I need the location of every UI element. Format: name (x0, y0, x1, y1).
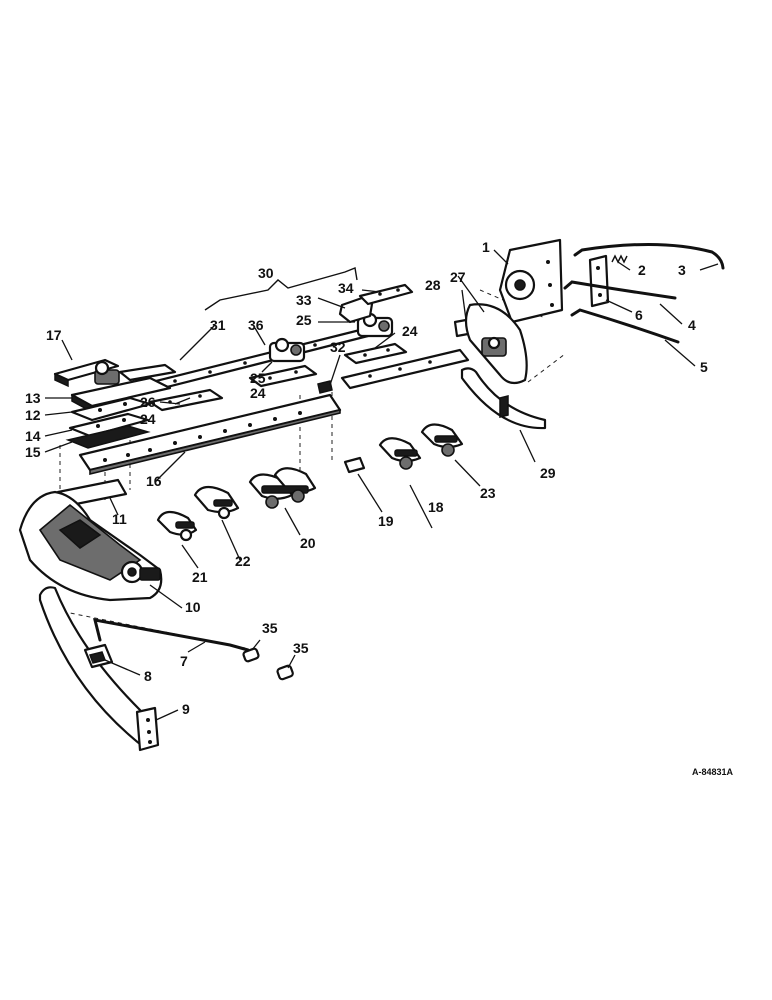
part-32-bar-extension (317, 348, 470, 394)
callout-5: 5 (700, 359, 708, 375)
callout-26: 26 (140, 394, 156, 410)
part-10-inner-shoe (18, 490, 163, 602)
part-24-wear-plate-right (343, 342, 408, 365)
callout-25-b: 25 (250, 370, 266, 386)
callout-24-c: 24 (402, 323, 418, 339)
callout-1: 1 (482, 239, 490, 255)
part-24-wear-plate-middle (248, 364, 318, 388)
part-14-plate (68, 412, 150, 438)
callout-18: 18 (428, 499, 444, 515)
callout-28: 28 (425, 277, 441, 293)
part-21-guard (156, 510, 198, 542)
callout-15: 15 (25, 444, 41, 460)
callout-21: 21 (192, 569, 208, 585)
callout-31: 31 (210, 317, 226, 333)
callout-7: 7 (180, 653, 188, 669)
diagram-code: A-84831A (692, 767, 734, 777)
callout-27: 27 (450, 269, 466, 285)
part-22-guard (193, 485, 240, 520)
callout-17: 17 (46, 327, 62, 343)
callout-23: 23 (480, 485, 496, 501)
callout-14: 14 (25, 428, 41, 444)
part-34-bracket (358, 283, 414, 306)
part-6-hinge-plate (588, 254, 610, 308)
part-23-guard (420, 423, 464, 457)
callout-8: 8 (144, 668, 152, 684)
callout-29: 29 (540, 465, 556, 481)
part-1-outer-shoe-plate (498, 238, 564, 324)
part-13-knife-head (70, 360, 177, 414)
callout-16: 16 (146, 473, 162, 489)
part-35-pin-lower (276, 664, 294, 681)
callout-11: 11 (112, 511, 127, 527)
callout-24-b: 24 (250, 385, 266, 401)
part-19-guard-plate (343, 456, 366, 474)
callout-2: 2 (638, 262, 646, 278)
callout-labels: 1 2 3 4 5 6 7 8 9 10 11 12 13 14 15 16 1… (25, 239, 708, 717)
part-5-rod (570, 308, 680, 344)
part-25-knife-holder-right (356, 312, 394, 338)
callout-32: 32 (330, 339, 346, 355)
part-16-cutter-bar (78, 393, 342, 476)
callout-9: 9 (182, 701, 190, 717)
part-27-outer-shoe (464, 303, 528, 385)
callout-3: 3 (678, 262, 686, 278)
callout-6: 6 (635, 307, 643, 323)
part-7-rod (92, 618, 250, 652)
callout-34: 34 (338, 280, 354, 296)
callout-22: 22 (235, 553, 251, 569)
part-9-shoe-strap (38, 586, 160, 752)
callout-10: 10 (185, 599, 201, 615)
callout-25-a: 25 (296, 312, 312, 328)
part-18-guard (378, 437, 422, 470)
callout-35-a: 35 (262, 620, 278, 636)
callout-35-b: 35 (293, 640, 309, 656)
part-12-plate (70, 396, 152, 422)
callout-20: 20 (300, 535, 316, 551)
callout-33: 33 (296, 292, 312, 308)
part-2-spring (611, 254, 628, 264)
callout-19: 19 (378, 513, 394, 529)
callout-24-a: 24 (140, 411, 156, 427)
part-3-spring-rod (573, 243, 725, 270)
part-4-rod (563, 280, 677, 300)
part-15-plate (65, 425, 151, 449)
callout-36: 36 (248, 317, 264, 333)
part-35-pin-upper (242, 647, 260, 663)
part-29-runner (460, 367, 547, 430)
part-25-knife-holder-left (268, 337, 306, 363)
leader-lines (44, 249, 719, 721)
group-30-bracket (204, 267, 358, 311)
callout-13: 13 (25, 390, 41, 406)
callout-12: 12 (25, 407, 41, 423)
callout-30: 30 (258, 265, 274, 281)
callout-4: 4 (688, 317, 696, 333)
part-20-double-guard (248, 467, 317, 509)
